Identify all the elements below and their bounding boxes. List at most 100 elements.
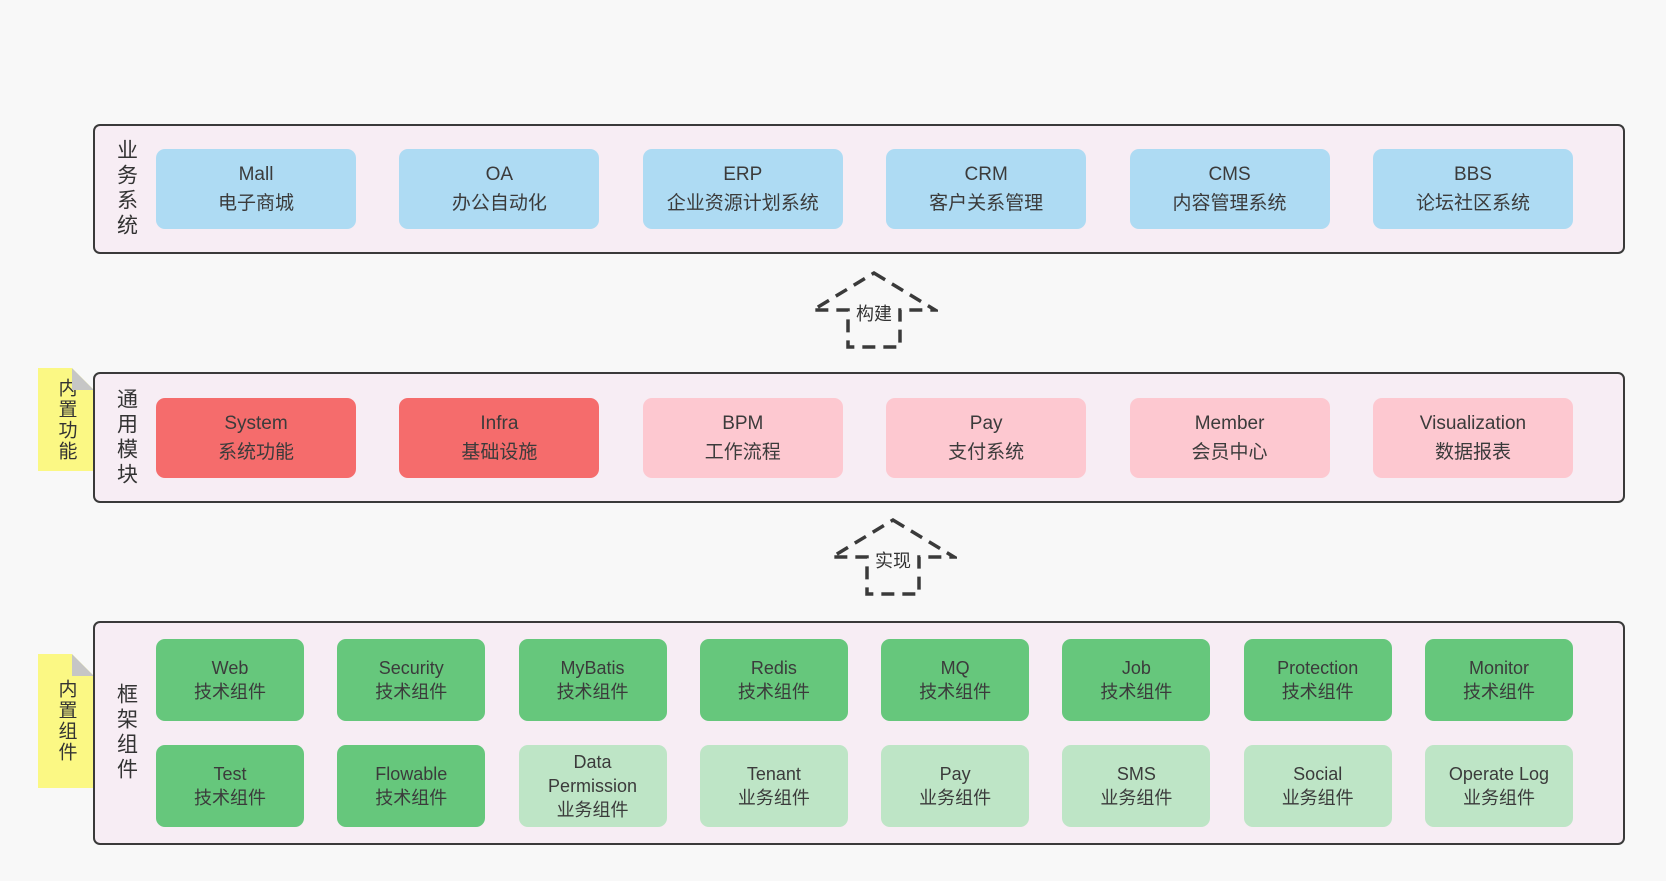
box-subtitle: 论坛社区系统 bbox=[1415, 193, 1530, 214]
box-subtitle: 业务组件 bbox=[1100, 788, 1173, 808]
framework-row-1: Web 技术组件 Security 技术组件 MyBatis 技术组件 Redi… bbox=[156, 639, 1573, 721]
box-operate-log: Operate Log 业务组件 bbox=[1424, 745, 1573, 827]
box-bpm: BPM 工作流程 bbox=[642, 397, 843, 478]
box-title: System bbox=[224, 412, 288, 434]
box-title: Protection bbox=[1277, 658, 1359, 678]
box-subtitle: 技术组件 bbox=[194, 682, 266, 702]
box-title: Mall bbox=[238, 164, 274, 185]
band-label-text: 通用模块 bbox=[114, 387, 138, 488]
band-label-framework-components: 框架组件 bbox=[95, 623, 156, 843]
up-arrow-icon bbox=[810, 270, 938, 349]
box-mybatis: MyBatis 技术组件 bbox=[518, 639, 667, 721]
box-flowable: Flowable 技术组件 bbox=[337, 745, 486, 827]
sticky-note-label: 内置组件 bbox=[55, 679, 77, 763]
box-crm: CRM 客户关系管理 bbox=[886, 149, 1087, 229]
band-common-modules: 通用模块 System 系统功能 Infra 基础设施 BPM 工作流程 Pay… bbox=[93, 372, 1625, 503]
band-business-systems: 业务系统 Mall 电子商城 OA 办公自动化 ERP 企业资源计划系统 CRM… bbox=[93, 124, 1625, 254]
box-title: BPM bbox=[722, 412, 764, 434]
box-subtitle: 技术组件 bbox=[919, 682, 992, 702]
box-subtitle: 基础设施 bbox=[461, 441, 538, 463]
box-mall: Mall 电子商城 bbox=[156, 149, 356, 229]
box-test: Test 技术组件 bbox=[156, 745, 304, 827]
box-mq: MQ 技术组件 bbox=[881, 639, 1030, 721]
box-pay: Pay 支付系统 bbox=[886, 397, 1087, 478]
box-subtitle: 业务组件 bbox=[919, 788, 992, 808]
box-title: Redis bbox=[750, 658, 797, 678]
fold-corner-icon bbox=[72, 368, 94, 390]
business-systems-row: Mall 电子商城 OA 办公自动化 ERP 企业资源计划系统 CRM 客户关系… bbox=[156, 126, 1623, 252]
box-subtitle: 支付系统 bbox=[948, 441, 1025, 463]
box-cms: CMS 内容管理系统 bbox=[1129, 149, 1330, 229]
band-label-common-modules: 通用模块 bbox=[95, 374, 156, 501]
box-web: Web 技术组件 bbox=[156, 639, 304, 721]
box-title: Visualization bbox=[1419, 412, 1527, 434]
up-arrow-icon bbox=[829, 517, 957, 596]
arrow-label: 实现 bbox=[872, 545, 914, 575]
box-job: Job 技术组件 bbox=[1062, 639, 1211, 721]
box-subtitle: 业务组件 bbox=[556, 800, 629, 820]
box-title: Monitor bbox=[1468, 658, 1529, 678]
box-subtitle: 技术组件 bbox=[556, 682, 629, 702]
box-title: Social bbox=[1293, 764, 1343, 784]
framework-components-grid: Web 技术组件 Security 技术组件 MyBatis 技术组件 Redi… bbox=[156, 623, 1623, 843]
box-title: Infra bbox=[480, 412, 519, 434]
box-subtitle: 技术组件 bbox=[1100, 682, 1173, 702]
box-title: Test bbox=[213, 764, 247, 784]
box-member: Member 会员中心 bbox=[1129, 397, 1330, 478]
box-subtitle: 客户关系管理 bbox=[929, 193, 1044, 214]
box-subtitle: 技术组件 bbox=[1462, 682, 1535, 702]
box-title: BBS bbox=[1453, 164, 1492, 185]
box-subtitle: 办公自动化 bbox=[451, 193, 547, 214]
box-title: ERP bbox=[723, 164, 763, 185]
box-subtitle: 技术组件 bbox=[194, 788, 266, 808]
box-subtitle: 业务组件 bbox=[737, 788, 810, 808]
box-erp: ERP 企业资源计划系统 bbox=[642, 149, 843, 229]
band-label-text: 框架组件 bbox=[114, 683, 138, 783]
box-title: Pay bbox=[969, 412, 1003, 434]
band-label-business-systems: 业务系统 bbox=[95, 126, 156, 252]
box-subtitle: 数据报表 bbox=[1434, 441, 1511, 463]
sticky-note-built-in-functions: 内置功能 bbox=[38, 368, 94, 471]
box-subtitle: 工作流程 bbox=[704, 441, 781, 463]
box-redis: Redis 技术组件 bbox=[699, 639, 848, 721]
sticky-note-label: 内置功能 bbox=[55, 377, 77, 462]
arrow-label: 构建 bbox=[853, 298, 895, 328]
up-arrow-implement: 实现 bbox=[829, 517, 957, 597]
box-infra: Infra 基础设施 bbox=[399, 397, 600, 478]
framework-row-2: Test 技术组件 Flowable 技术组件 Data Permission … bbox=[156, 745, 1573, 827]
fold-corner-icon bbox=[72, 654, 94, 676]
box-subtitle: 技术组件 bbox=[1281, 682, 1354, 702]
box-title: CRM bbox=[964, 164, 1008, 185]
sticky-note-built-in-components: 内置组件 bbox=[38, 654, 94, 788]
band-framework-components: 框架组件 Web 技术组件 Security 技术组件 MyBatis 技术组件… bbox=[93, 621, 1625, 845]
common-modules-row: System 系统功能 Infra 基础设施 BPM 工作流程 Pay 支付系统… bbox=[156, 374, 1623, 501]
box-title: Flowable bbox=[375, 764, 448, 784]
box-subtitle: 会员中心 bbox=[1191, 441, 1268, 463]
box-subtitle: 业务组件 bbox=[1462, 788, 1535, 808]
box-title: Tenant bbox=[746, 764, 801, 784]
box-security: Security 技术组件 bbox=[337, 639, 486, 721]
box-title: MQ bbox=[940, 658, 970, 678]
box-subtitle: 技术组件 bbox=[737, 682, 810, 702]
box-subtitle: 电子商城 bbox=[217, 193, 294, 214]
box-title: CMS bbox=[1208, 164, 1251, 185]
box-title: Pay bbox=[939, 764, 971, 784]
box-social: Social 业务组件 bbox=[1243, 745, 1392, 827]
box-visualization: Visualization 数据报表 bbox=[1372, 397, 1573, 478]
box-sms: SMS 业务组件 bbox=[1062, 745, 1211, 827]
box-subtitle: 技术组件 bbox=[375, 682, 448, 702]
box-title: Operate Log bbox=[1448, 764, 1549, 784]
box-subtitle: 内容管理系统 bbox=[1172, 193, 1287, 214]
box-subtitle: 业务组件 bbox=[1281, 788, 1354, 808]
box-title: SMS bbox=[1116, 764, 1156, 784]
box-subtitle: 企业资源计划系统 bbox=[666, 193, 819, 214]
box-system: System 系统功能 bbox=[156, 397, 356, 478]
box-title: Job bbox=[1121, 658, 1151, 678]
up-arrow-build: 构建 bbox=[810, 270, 938, 350]
box-title: OA bbox=[485, 164, 514, 185]
band-label-text: 业务系统 bbox=[114, 139, 138, 239]
box-monitor: Monitor 技术组件 bbox=[1424, 639, 1573, 721]
box-data-permission: Data Permission 业务组件 bbox=[518, 745, 667, 827]
box-title: Web bbox=[211, 658, 249, 678]
